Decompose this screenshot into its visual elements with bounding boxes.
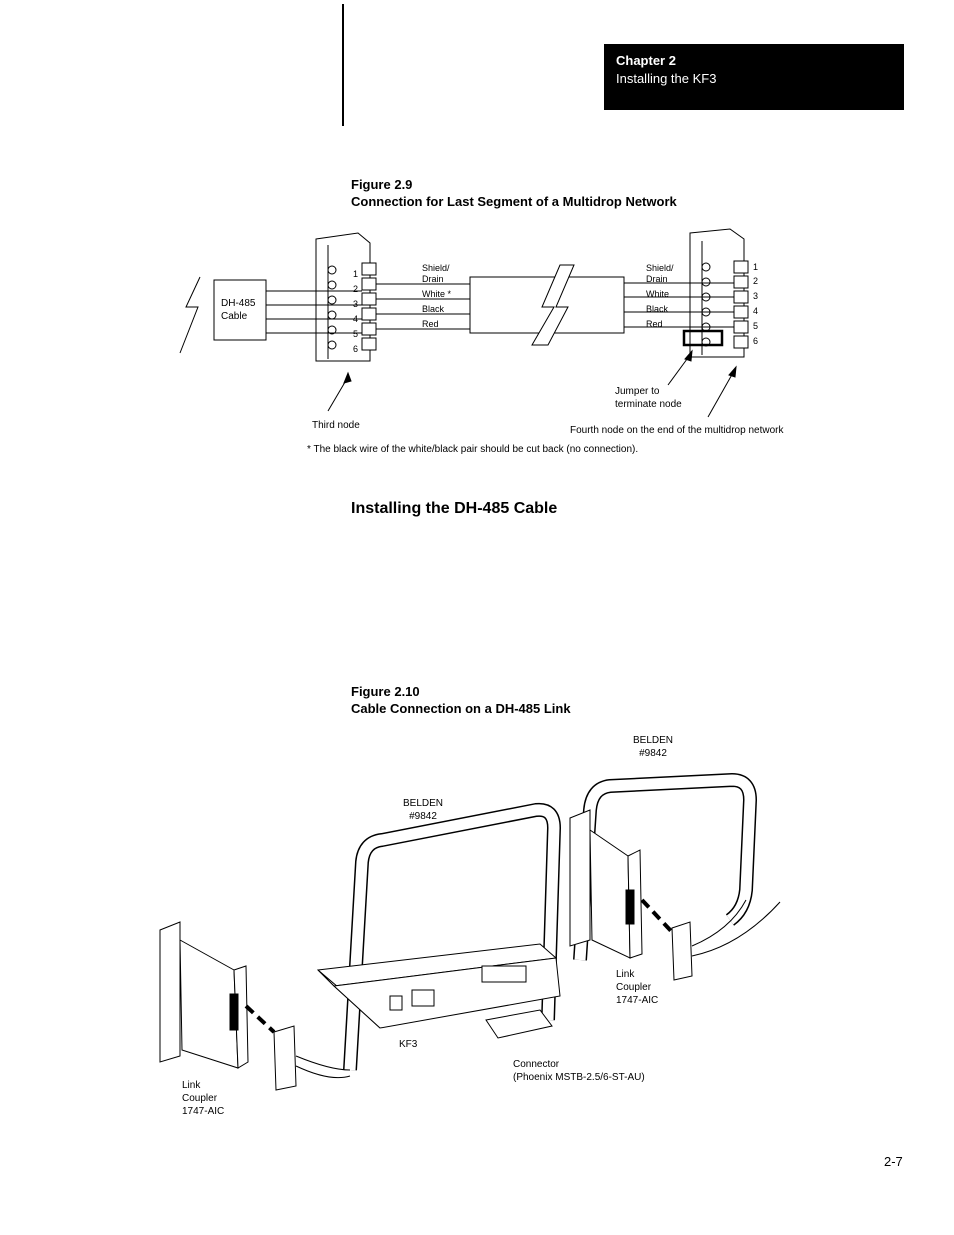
right-coupler-line1: Link [616, 969, 635, 980]
left-coupler-line1: Link [182, 1080, 201, 1091]
figure-2-10-diagram [159, 772, 781, 1091]
wire-black-left: Black [422, 304, 445, 314]
right-coupler-bracket [569, 809, 591, 947]
third-node-label: Third node [312, 420, 360, 431]
jumper-label-line1: Jumper to [615, 386, 660, 397]
right-coupler-line2: Coupler [616, 982, 652, 993]
wire-white-left: White * [422, 289, 452, 299]
wire-drain-left: Drain [422, 274, 444, 284]
kf3-label: KF3 [399, 1039, 418, 1050]
left-input-wires [266, 290, 362, 334]
left-terminal-5: 5 [353, 329, 358, 339]
right-coupler-line3: 1747-AIC [616, 995, 659, 1006]
left-terminal-4: 4 [353, 314, 358, 324]
figure-2-9-caption: Figure 2.9 Connection for Last Segment o… [351, 176, 677, 210]
left-coupler-bracket [159, 921, 181, 1063]
wire-white-right: White [646, 289, 670, 299]
left-cable-break [179, 276, 201, 354]
figure-2-10-title: Cable Connection on a DH-485 Link [351, 701, 571, 716]
pointer-arrows [327, 349, 737, 418]
belden-right-line2: #9842 [639, 748, 667, 759]
wire-drain-right: Drain [646, 274, 668, 284]
figure-2-9-footnote: * The black wire of the white/black pair… [307, 444, 639, 455]
right-wire-labels: Shield/ Drain White Black Red [646, 263, 674, 330]
wire-shield-left: Shield/ [422, 263, 450, 273]
left-terminal-block [327, 262, 377, 351]
right-terminal-5: 5 [753, 321, 758, 331]
right-terminal-4: 4 [753, 306, 758, 316]
belden-right-line1: BELDEN [633, 735, 674, 746]
right-coupler-label: Link Coupler 1747-AIC [616, 968, 658, 1007]
left-coupler-line2: Coupler [182, 1093, 218, 1104]
left-terminal-3: 3 [353, 299, 358, 309]
jumper-label-line2: terminate node [615, 399, 682, 410]
left-terminal-2: 2 [353, 284, 358, 294]
jumper-marker [682, 329, 724, 347]
fourth-node-label: Fourth node on the end of the multidrop … [570, 425, 784, 436]
right-terminal-6: 6 [753, 336, 758, 346]
left-wire-labels: Shield/ Drain White * Black Red [422, 263, 451, 330]
kf3-connector [485, 1009, 553, 1039]
wire-red-left: Red [422, 319, 439, 329]
tail-cables [295, 899, 781, 1079]
wire-black-right: Black [646, 304, 669, 314]
belden-left-label: BELDEN #9842 [403, 797, 443, 823]
figure-2-10-caption: Figure 2.10 Cable Connection on a DH-485… [351, 683, 571, 717]
figure-2-9-diagram: 1 2 3 4 5 6 1 2 3 4 5 6 [179, 228, 758, 418]
belden-left-line1: BELDEN [403, 798, 444, 809]
left-terminal-6: 6 [353, 344, 358, 354]
figure-2-9-number: Figure 2.9 [351, 177, 413, 192]
belden-left-line2: #9842 [409, 811, 437, 822]
right-terminal-2: 2 [753, 276, 758, 286]
right-terminal-3: 3 [753, 291, 758, 301]
belden-right-label: BELDEN #9842 [633, 734, 673, 760]
right-coupler-plug [671, 921, 693, 981]
chapter-title: Installing the KF3 [616, 71, 717, 86]
right-terminal-1: 1 [753, 262, 758, 272]
left-coupler-plug [273, 1025, 297, 1091]
left-terminal-1: 1 [353, 269, 358, 279]
cable-label: DH-485 Cable [221, 297, 255, 323]
wire-shield-right: Shield/ [646, 263, 674, 273]
right-terminal-block [701, 260, 749, 349]
page-number: 2-7 [884, 1154, 903, 1169]
margin-rule [342, 4, 344, 126]
wire-red-right: Red [646, 319, 663, 329]
chapter-header: Chapter 2 Installing the KF3 [604, 44, 904, 110]
figure-2-9-title: Connection for Last Segment of a Multidr… [351, 194, 677, 209]
section-heading: Installing the DH-485 Cable [351, 500, 558, 517]
connector-line1: Connector [513, 1059, 560, 1070]
trunk-wires [376, 276, 734, 334]
figure-2-10-number: Figure 2.10 [351, 684, 420, 699]
left-coupler-label: Link Coupler 1747-AIC [182, 1079, 224, 1118]
connector-line2: (Phoenix MSTB-2.5/6-ST-AU) [513, 1072, 645, 1083]
cable-label-box [213, 279, 267, 341]
jumper-label: Jumper to terminate node [615, 385, 682, 411]
cable-break-symbol [531, 264, 575, 346]
left-coupler-line3: 1747-AIC [182, 1106, 225, 1117]
dashed-connections [244, 898, 674, 1034]
cable-label-line2: Cable [221, 311, 248, 322]
cable-label-line1: DH-485 [221, 298, 256, 309]
chapter-number: Chapter 2 [616, 53, 676, 68]
connector-label: Connector (Phoenix MSTB-2.5/6-ST-AU) [513, 1058, 645, 1084]
